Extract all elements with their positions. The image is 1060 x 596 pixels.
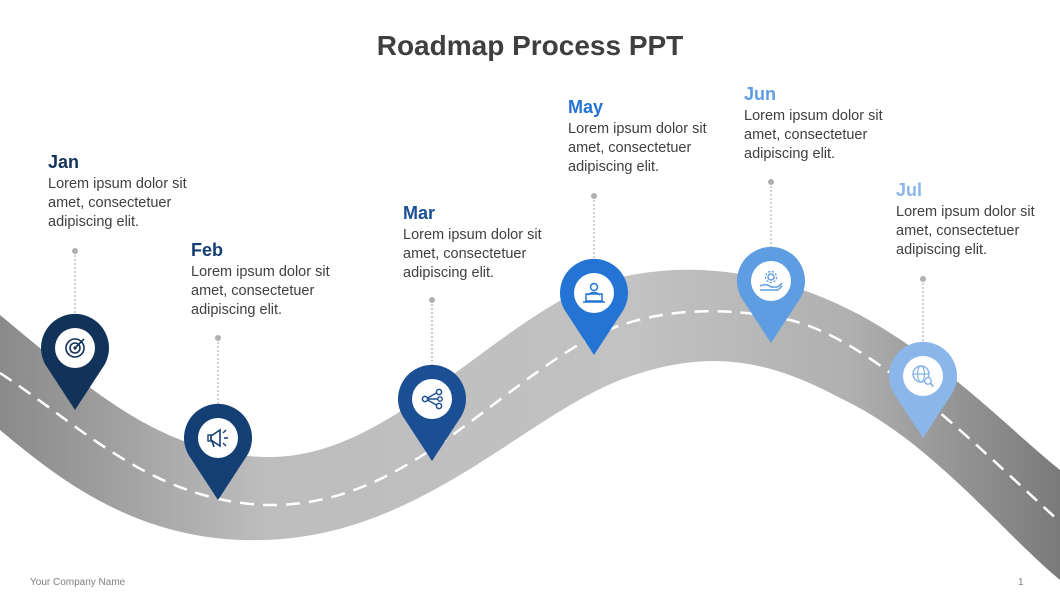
milestone-may: May Lorem ipsum dolor sit amet, consecte…: [568, 97, 718, 177]
pin-inner-circle: [751, 261, 791, 301]
target-icon: [65, 338, 85, 358]
gear-hand-icon: [759, 270, 783, 291]
share-icon: [421, 388, 443, 410]
map-pin-jul: [889, 341, 957, 438]
milestone-label: Feb: [191, 240, 224, 260]
megaphone-icon: [207, 428, 228, 448]
page-title: Roadmap Process PPT: [376, 30, 684, 61]
milestone-jul: Jul Lorem ipsum dolor sit amet, consecte…: [896, 180, 1046, 260]
milestone-jun: Jun Lorem ipsum dolor sit amet, consecte…: [744, 84, 894, 164]
globe-search-icon: [912, 365, 935, 388]
milestone-label: May: [568, 97, 604, 117]
pin-inner-circle: [903, 356, 943, 396]
footer-company: Your Company Name: [30, 577, 126, 588]
connector-dot: [920, 276, 926, 282]
milestone-jan: Jan Lorem ipsum dolor sit amet, consecte…: [48, 152, 198, 232]
map-pin-feb: [184, 403, 252, 500]
map-pin-jun: [737, 246, 805, 343]
road: [0, 269, 1060, 580]
connector-dot: [215, 335, 221, 341]
milestone-mar: Mar Lorem ipsum dolor sit amet, consecte…: [403, 203, 553, 283]
milestone-description: Lorem ipsum dolor sit amet, consectetuer…: [191, 264, 330, 318]
map-pin-may: [560, 258, 628, 355]
milestone-description: Lorem ipsum dolor sit amet, consectetuer…: [896, 204, 1035, 258]
milestone-description: Lorem ipsum dolor sit amet, consectetuer…: [48, 176, 187, 230]
connector-dot: [768, 179, 774, 185]
page-number: 1: [1018, 577, 1024, 588]
connector-dot: [72, 248, 78, 254]
milestone-label: Jul: [896, 180, 923, 200]
connector-dot: [429, 297, 435, 303]
road-center-dashes: [0, 309, 1060, 523]
milestone-feb: Feb Lorem ipsum dolor sit amet, consecte…: [191, 240, 341, 320]
milestone-label: Jun: [744, 84, 777, 104]
map-pin-jan: [41, 313, 109, 410]
milestone-label: Jan: [48, 152, 80, 172]
milestone-description: Lorem ipsum dolor sit amet, consectetuer…: [744, 108, 883, 162]
milestone-description: Lorem ipsum dolor sit amet, consectetuer…: [403, 227, 542, 281]
milestone-label: Mar: [403, 203, 436, 223]
map-pin-mar: [398, 364, 466, 461]
connector-dot: [591, 193, 597, 199]
laptop-user-icon: [583, 282, 605, 303]
pin-inner-circle: [198, 418, 238, 458]
milestone-description: Lorem ipsum dolor sit amet, consectetuer…: [568, 121, 707, 175]
